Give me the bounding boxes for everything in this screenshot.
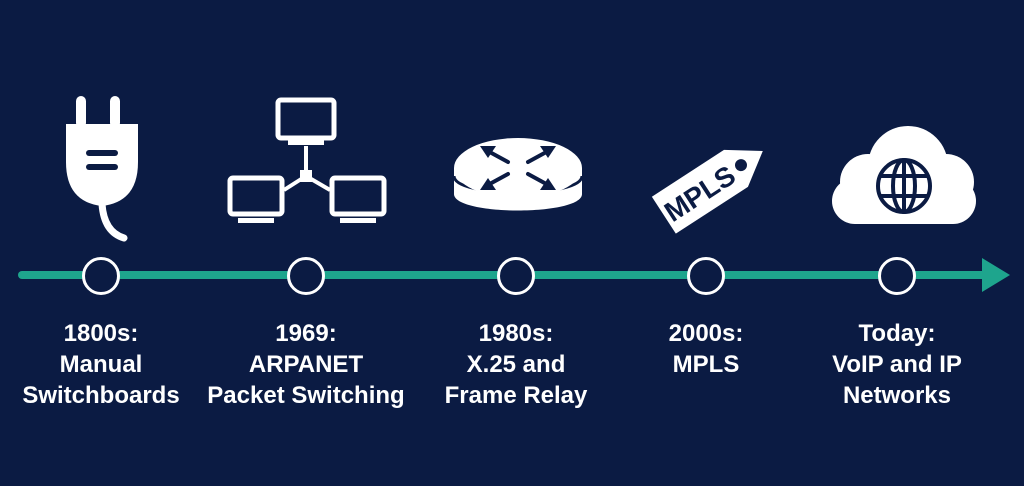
milestone-label-line: X.25 and (466, 351, 566, 378)
tag-icon: MPLS (651, 149, 763, 234)
milestone-label-line: VoIP and IP (832, 351, 962, 378)
milestone-label-1980s: 1980s: X.25 and Frame Relay (406, 318, 626, 411)
milestone-label-line: Manual (59, 351, 143, 378)
network-computers-icon (227, 97, 387, 223)
milestone-label-line: MPLS (672, 351, 740, 378)
milestone-label-line: Packet Switching (207, 382, 405, 409)
plug-icon (66, 96, 138, 242)
router-icon (452, 138, 584, 211)
timeline-marker (878, 257, 916, 295)
cloud-globe-icon (832, 126, 976, 224)
milestone-label-line: 1980s: (478, 320, 554, 347)
milestone-label-line: Switchboards (22, 382, 180, 409)
milestone-label-1800s: 1800s: Manual Switchboards (0, 318, 211, 411)
timeline-marker (287, 257, 325, 295)
milestone-label-2000s: 2000s: MPLS (596, 318, 816, 380)
milestone-label-line: Frame Relay (444, 382, 588, 409)
milestone-label-1969: 1969: ARPANET Packet Switching (196, 318, 416, 411)
milestone-label-today: Today: VoIP and IP Networks (787, 318, 1007, 411)
timeline-marker (687, 257, 725, 295)
milestone-label-line: Today: (858, 320, 936, 347)
milestone-label-line: 2000s: (668, 320, 744, 347)
milestone-label-line: Networks (842, 382, 952, 409)
milestone-label-line: 1969: (275, 320, 337, 347)
timeline-marker (497, 257, 535, 295)
milestone-label-line: 1800s: (63, 320, 139, 347)
timeline-marker (82, 257, 120, 295)
milestone-label-line: ARPANET (248, 351, 364, 378)
timeline-arrowhead (982, 258, 1010, 292)
